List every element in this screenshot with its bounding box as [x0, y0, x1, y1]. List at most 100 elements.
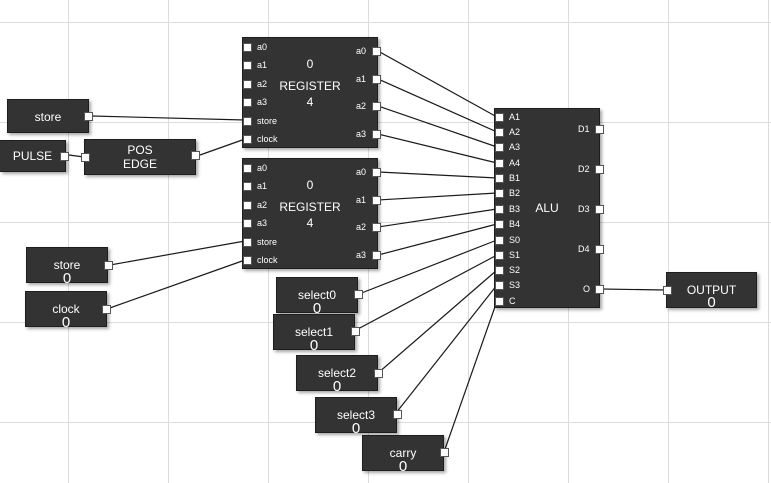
register-input-port[interactable] [243, 61, 252, 70]
pos-edge-input-port[interactable] [81, 153, 90, 162]
alu-input-port[interactable] [495, 236, 504, 245]
register-output-port[interactable] [372, 130, 381, 139]
port-label: clock [257, 255, 278, 265]
carry-input[interactable]: carry 0 [362, 435, 449, 474]
alu-output-port[interactable] [595, 125, 604, 134]
alu-node[interactable]: ALU A1 A2 A3 A4 B1 B2 B3 B4 S0 S1 S2 S3 … [494, 108, 604, 308]
output-label: OUTPUT [686, 283, 737, 297]
wire [91, 115, 246, 121]
port-label: B3 [509, 204, 521, 214]
port-label: O [583, 284, 591, 294]
store-button[interactable]: store [7, 99, 93, 133]
select0-input[interactable]: select0 0 [276, 277, 363, 317]
port-label: a0 [257, 42, 268, 52]
alu-input-port[interactable] [495, 128, 504, 137]
register-bits: 4 [306, 95, 314, 109]
alu-input-port[interactable] [495, 281, 504, 290]
alu-title: ALU [535, 201, 559, 215]
register-output-port[interactable] [372, 75, 381, 84]
register-2[interactable]: 0 REGISTER 4 a0 a1 a2 a3 store clock a0 … [242, 158, 381, 269]
clock-input-port[interactable] [102, 305, 111, 314]
port-label: a2 [356, 101, 367, 111]
alu-input-port[interactable] [495, 159, 504, 168]
register-output-port[interactable] [372, 47, 381, 56]
alu-output-port[interactable] [595, 205, 604, 214]
alu-input-port[interactable] [495, 205, 504, 214]
register-1[interactable]: 0 REGISTER 4 a0 a1 a2 a3 store clock a0 … [242, 37, 381, 148]
pos-edge-node[interactable]: POS EDGE [81, 139, 200, 175]
register-input-port[interactable] [243, 219, 252, 228]
port-label: a2 [257, 200, 268, 210]
alu-carry-port[interactable] [495, 297, 504, 306]
alu-input-port[interactable] [495, 251, 504, 260]
port-label: a1 [257, 181, 268, 191]
select1-input[interactable]: select1 0 [273, 314, 360, 354]
wire [377, 223, 498, 256]
register-input-port[interactable] [243, 182, 252, 191]
select1-value: 0 [309, 337, 319, 354]
register-input-port[interactable] [243, 98, 252, 107]
output-input-port[interactable] [663, 286, 672, 295]
pulse-node[interactable]: PULSE [0, 140, 69, 172]
output-node[interactable]: OUTPUT 0 [663, 272, 757, 310]
register-output-port[interactable] [372, 102, 381, 111]
select2-input[interactable]: select2 0 [296, 355, 383, 394]
alu-input-port[interactable] [495, 113, 504, 122]
register-output-port[interactable] [372, 223, 381, 232]
register-clock-port[interactable] [243, 256, 252, 265]
port-label: D4 [578, 244, 590, 254]
register-store-port[interactable] [243, 238, 252, 247]
wire [377, 171, 498, 179]
register-title: REGISTER [279, 200, 341, 214]
select2-port[interactable] [374, 369, 383, 378]
register-output-port[interactable] [372, 196, 381, 205]
select3-input[interactable]: select3 0 [315, 397, 402, 436]
port-label: a2 [356, 222, 367, 232]
select0-label: select0 [297, 288, 337, 302]
alu-input-port[interactable] [495, 220, 504, 229]
clock-input-label: clock [52, 302, 80, 316]
store-input-port[interactable] [104, 261, 113, 270]
register-store-port[interactable] [243, 117, 252, 126]
pos-edge-line1: POS [127, 143, 153, 157]
alu-output-port[interactable] [595, 285, 604, 294]
select0-port[interactable] [354, 290, 363, 299]
pulse-label: PULSE [12, 149, 53, 163]
port-label: a0 [356, 46, 367, 56]
store-input[interactable]: store 0 [26, 247, 113, 287]
port-label: a1 [257, 60, 268, 70]
alu-input-port[interactable] [495, 143, 504, 152]
alu-input-port[interactable] [495, 266, 504, 275]
register-output-port[interactable] [372, 251, 381, 260]
select0-value: 0 [312, 300, 322, 317]
wire [443, 300, 498, 453]
register-output-port[interactable] [372, 168, 381, 177]
clock-input[interactable]: clock 0 [25, 291, 111, 330]
alu-output-port[interactable] [595, 245, 604, 254]
port-label: B2 [509, 188, 521, 198]
alu-input-port[interactable] [495, 174, 504, 183]
select3-port[interactable] [393, 410, 402, 419]
port-label: a3 [356, 250, 367, 260]
select1-port[interactable] [351, 327, 360, 336]
wire [106, 259, 246, 310]
store-input-value: 0 [62, 270, 72, 287]
register-input-port[interactable] [243, 201, 252, 210]
port-label: a2 [257, 79, 268, 89]
register-input-port[interactable] [243, 80, 252, 89]
register-bits: 4 [306, 216, 314, 230]
store-input-label: store [53, 258, 81, 272]
pulse-output-port[interactable] [60, 152, 69, 161]
register-input-port[interactable] [243, 43, 252, 52]
alu-input-port[interactable] [495, 189, 504, 198]
port-label: a3 [257, 97, 268, 107]
alu-output-port[interactable] [595, 165, 604, 174]
store-output-port[interactable] [84, 112, 93, 121]
wire [109, 240, 246, 266]
port-label: a1 [356, 195, 367, 205]
pos-edge-output-port[interactable] [191, 151, 200, 160]
wire [377, 133, 498, 164]
register-input-port[interactable] [243, 164, 252, 173]
register-clock-port[interactable] [243, 135, 252, 144]
carry-port[interactable] [440, 448, 449, 457]
